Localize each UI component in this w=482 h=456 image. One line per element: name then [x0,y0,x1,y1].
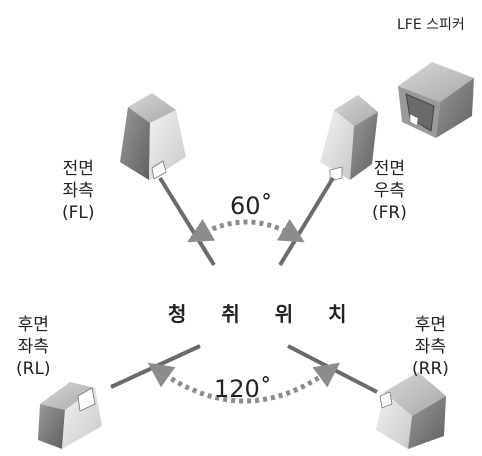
rl-label: 후면 좌측 (RL) [16,314,51,380]
rr-label-line3: (RR) [412,359,449,379]
fr-direction-line [278,176,335,267]
speaker-rr-icon [376,372,446,449]
fr-label-line1: 전면 [373,159,406,179]
fl-label-line3: (FL) [62,203,95,223]
fl-label-line1: 전면 [62,159,94,179]
lfe-label: LFE 스피커 [397,17,465,33]
rr-label-line1: 후면 [414,315,447,335]
front-angle-arc [187,218,305,243]
rl-label-line3: (RL) [16,359,51,379]
speaker-fr-icon [320,95,378,182]
fr-label: 전면 우측 (FR) [372,158,407,224]
fl-label-line2: 좌측 [62,181,94,201]
rl-direction-line [110,344,201,389]
rear-angle-label: 120˚ [214,375,272,403]
fr-label-line2: 우측 [373,181,406,201]
fl-label: 전면 좌측 (FL) [62,158,95,224]
rr-label-line2: 좌측 [414,337,447,357]
rear-angle-arc [147,362,341,404]
rl-label-line2: 좌측 [17,337,49,357]
rr-label: 후면 좌측 (RR) [412,314,449,380]
fl-direction-line [158,176,216,267]
speaker-rl-icon [38,382,102,449]
rl-label-line1: 후면 [17,315,49,335]
fr-label-line3: (FR) [372,203,407,223]
speaker-fl-icon [120,93,186,180]
listening-position-label: 청 취 위 치 [168,302,361,326]
front-angle-label: 60˚ [230,192,273,220]
lfe-subwoofer-icon [398,62,474,138]
